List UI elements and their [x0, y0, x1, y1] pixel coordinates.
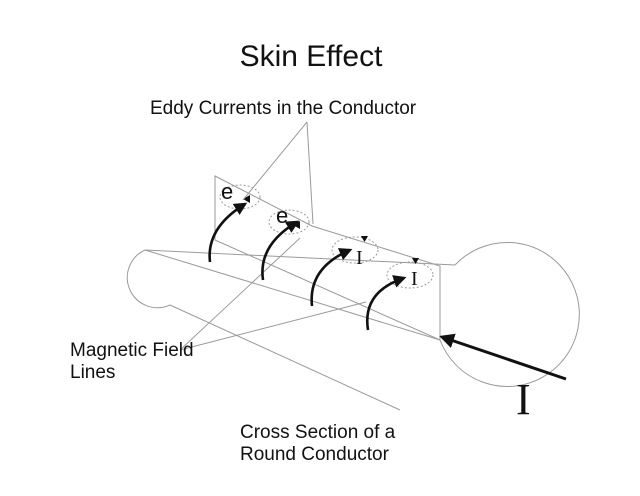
eddy-triangle-1 — [243, 195, 250, 203]
eddy-leader-right — [306, 121, 314, 225]
diagram-title: Skin Effect — [239, 40, 383, 73]
eddy-loop-3 — [331, 236, 379, 264]
eddy-triangle-4 — [412, 258, 419, 264]
cross-section-label: Cross Section of a Round Conductor — [240, 422, 395, 466]
eddy-loop-2 — [268, 209, 310, 235]
magnetic-field-label-line2: Lines — [70, 361, 116, 383]
eddy-leader-left — [242, 121, 308, 201]
field-arrow-1 — [208, 202, 248, 263]
current-symbol-i-2: I — [411, 268, 418, 290]
back-cross-section-arc — [126, 249, 171, 309]
cross-section-label-line2: Round Conductor — [240, 443, 389, 465]
conductor-bottom-edge — [169, 304, 401, 411]
magnetic-leader-upper — [179, 237, 301, 351]
conductor-back-edge — [144, 249, 441, 341]
eddy-direction-marks — [243, 195, 419, 264]
field-arrow-4 — [365, 275, 407, 331]
conductor-body — [126, 175, 580, 411]
leader-lines — [179, 121, 367, 351]
skin-layer-slice — [214, 175, 441, 341]
eddy-triangle-3 — [361, 236, 368, 242]
magnetic-field-lines-label: Magnetic Field Lines — [70, 340, 194, 384]
eddy-loop-4 — [386, 261, 434, 289]
magnetic-field-arrows — [208, 202, 407, 331]
eddy-current-loops — [219, 184, 434, 289]
conductor-top-edge — [144, 249, 456, 266]
current-symbol-i-main: I — [516, 375, 531, 424]
magnetic-field-label-line1: Magnetic Field — [70, 340, 194, 361]
current-symbol-i-1: I — [356, 247, 363, 269]
eddy-currents-label: Eddy Currents in the Conductor — [150, 98, 417, 119]
front-cross-section-circle — [439, 242, 580, 387]
eddy-symbol-e-1: e — [221, 179, 234, 204]
magnetic-leader-lower — [179, 301, 367, 351]
field-arrow-2 — [261, 220, 300, 281]
eddy-symbol-e-2: e — [276, 203, 289, 228]
current-arrow — [439, 333, 567, 381]
cross-section-label-line1: Cross Section of a — [240, 422, 396, 443]
field-arrow-3 — [310, 248, 353, 307]
